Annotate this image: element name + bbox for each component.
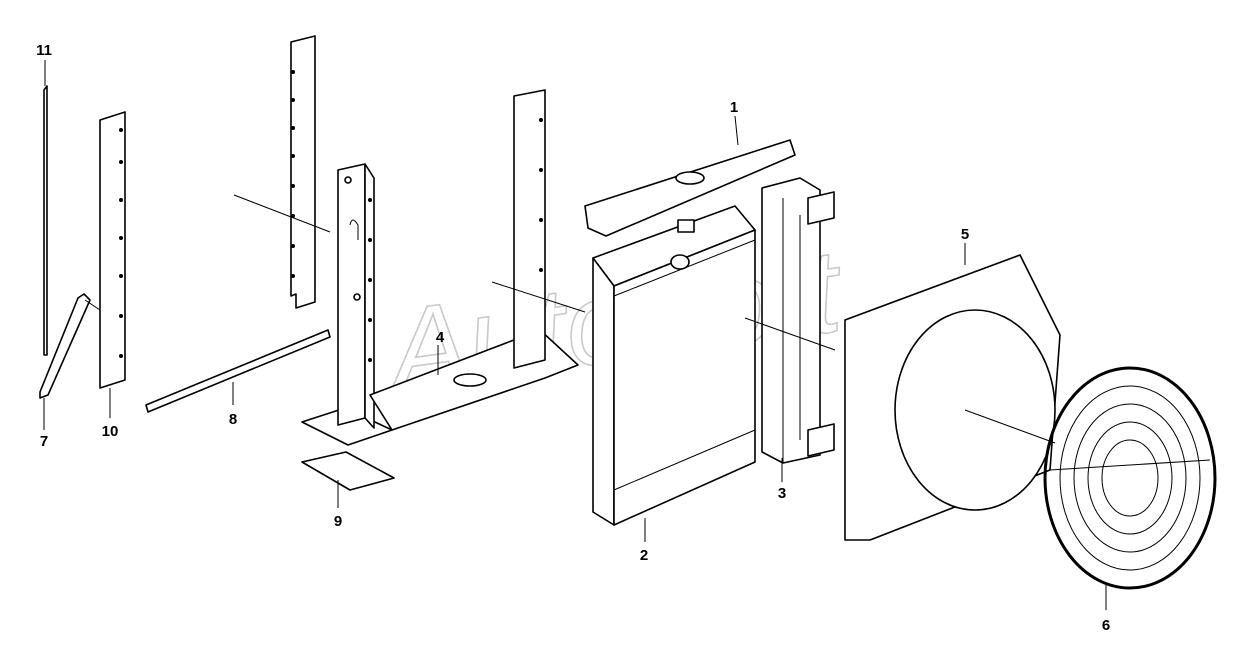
callout-1: 1 — [730, 99, 738, 116]
fan-shroud — [844, 254, 1061, 541]
callout-7: 7 — [40, 433, 48, 450]
callout-6: 6 — [1102, 617, 1110, 634]
mounting-frame — [301, 89, 579, 446]
oil-cooler — [761, 177, 835, 464]
callout-3: 3 — [778, 485, 786, 502]
fan-guard — [1043, 366, 1217, 590]
callout-10: 10 — [102, 423, 119, 440]
tie-bar — [145, 329, 331, 413]
callout-5: 5 — [961, 226, 969, 243]
callout-9: 9 — [334, 513, 342, 530]
leader-lines — [43, 60, 1107, 610]
support-strut — [39, 293, 91, 399]
rear-panel — [290, 35, 316, 309]
side-panel — [99, 111, 126, 389]
callout-11: 11 — [36, 42, 52, 59]
mounting-plate — [301, 451, 395, 491]
radiator — [592, 205, 756, 526]
callout-4: 4 — [436, 329, 445, 346]
callout-2: 2 — [640, 547, 648, 564]
callout-8: 8 — [229, 411, 237, 428]
top-bracket — [584, 139, 796, 237]
seal-strip — [43, 85, 48, 356]
